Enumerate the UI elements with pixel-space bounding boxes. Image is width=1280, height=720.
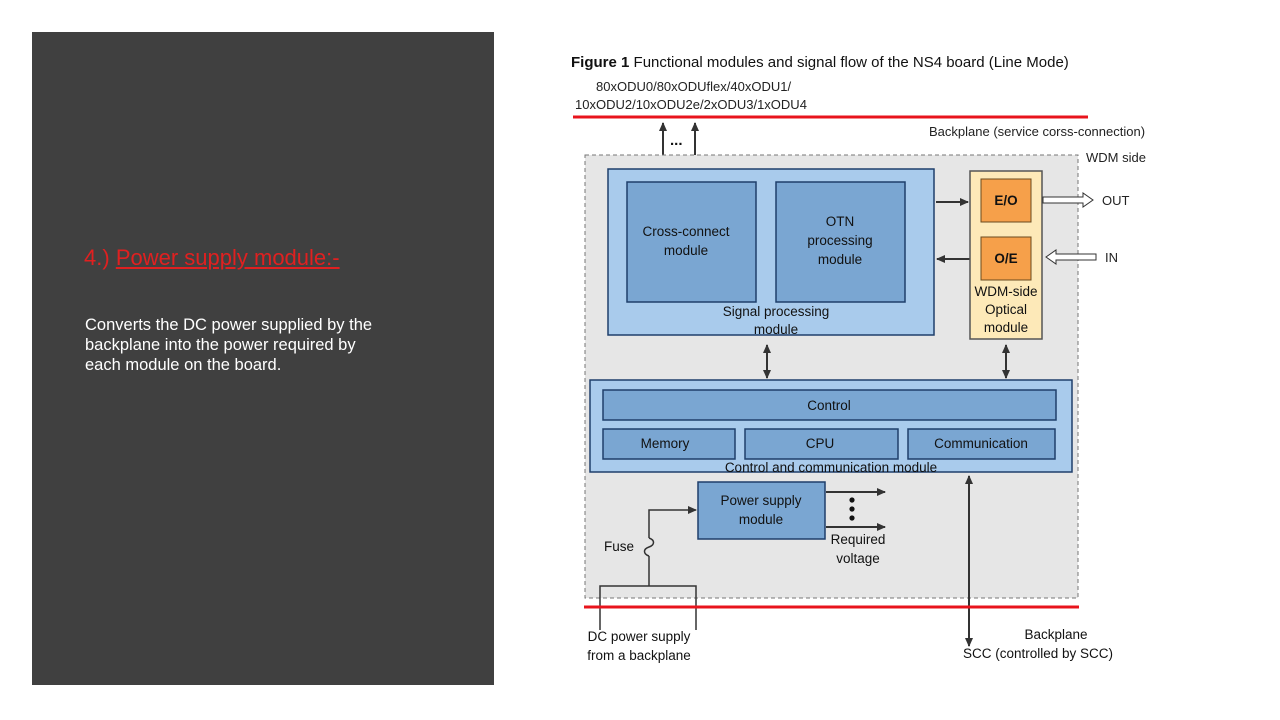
cpu-label: CPU [806,436,835,451]
otn-label-3: module [818,252,862,267]
wdm-side-label: WDM side [1086,150,1146,165]
oe-label: O/E [994,251,1017,266]
dot-2 [849,506,855,512]
text-panel-background [32,32,494,685]
odu-label-line2: 10xODU2/10xODU2e/2xODU3/1xODU4 [575,97,807,112]
backplane-top-label: Backplane (service corss-connection) [929,124,1145,139]
dc-power-label-1: DC power supply [588,629,691,644]
control-block [602,389,1057,421]
communication-label: Communication [934,436,1028,451]
backplane-bottom-label-1: Backplane [1024,627,1087,642]
ns4-functional-diagram: Figure 1 Functional modules and signal f… [571,54,1146,663]
feed-line [648,510,696,586]
cross-connect-label-1: Cross-connect [642,224,729,239]
description-text: Converts the DC power supplied by the ba… [85,316,373,374]
dot-3 [849,515,855,521]
control-label: Control [807,398,851,413]
figure-caption: Figure 1 Functional modules and signal f… [571,54,1069,71]
cross-connect-label-2: module [664,243,708,258]
out-arrow [1042,192,1094,208]
wdm-optical-label-1: WDM-side [975,284,1038,299]
memory-block [602,428,736,460]
eo-chip [980,178,1032,223]
required-voltage-label-2: voltage [836,551,880,566]
out-label: OUT [1102,193,1130,208]
eo-label: E/O [994,193,1017,208]
dot-1 [849,497,855,503]
cross-connect-module [626,181,757,303]
heading-link[interactable]: Power supply module:- [115,245,340,270]
backplane-bottom-label-2: SCC (controlled by SCC) [963,646,1113,661]
otn-processing-module [775,181,906,303]
fuse-label: Fuse [604,539,634,554]
memory-label: Memory [641,436,690,451]
required-voltage-label-1: Required [831,532,886,547]
in-arrow [1045,249,1097,265]
communication-block [907,428,1056,460]
wdm-optical-label-3: module [984,320,1028,335]
signal-processing-label-2: module [754,322,798,337]
power-supply-label-2: module [739,512,783,527]
wdm-optical-label-2: Optical [985,302,1027,317]
otn-label-1: OTN [826,214,855,229]
power-supply-label-1: Power supply [720,493,801,508]
ellipsis-mark: ... [670,132,683,149]
text-panel: 4.) Power supply module:- Converts the D… [29,29,497,688]
cpu-block [744,428,899,460]
odu-label-line1: 80xODU0/80xODUflex/40xODU1/ [596,79,791,94]
heading-number: 4.) [84,245,110,270]
signal-processing-label-1: Signal processing [723,304,830,319]
oe-chip [980,236,1032,281]
fuse-symbol [643,537,655,557]
control-communication-label: Control and communication module [725,460,937,475]
power-supply-module [697,481,826,540]
section-heading: 4.) Power supply module:- [84,245,340,271]
dc-power-label-2: from a backplane [587,648,691,663]
in-label: IN [1105,250,1118,265]
otn-label-2: processing [807,233,872,248]
